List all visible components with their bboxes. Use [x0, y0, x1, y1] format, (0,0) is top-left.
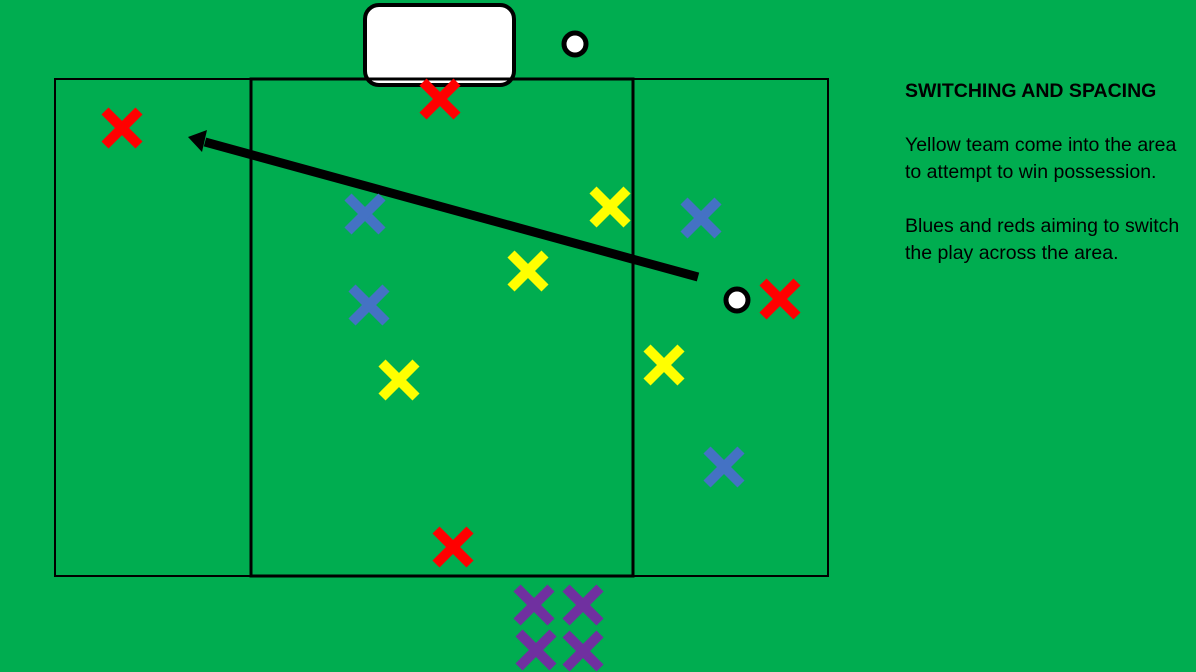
red-player-marker [101, 107, 143, 149]
pitch-outline [54, 78, 829, 577]
purple-player-marker [562, 584, 604, 626]
pass-arrow [203, 137, 700, 282]
blue-player-marker [703, 446, 745, 488]
yellow-player-marker [507, 250, 549, 292]
yellow-player-marker [643, 344, 685, 386]
red-player-marker [759, 278, 801, 320]
central-zone [249, 77, 635, 578]
blue-player-marker [344, 193, 386, 235]
red-player-marker [419, 78, 461, 120]
session-title: SWITCHING AND SPACING [905, 80, 1157, 102]
red-player-marker [432, 526, 474, 568]
ball-icon [723, 286, 751, 314]
purple-player-marker [513, 584, 555, 626]
session-notes: SWITCHING AND SPACING Yellow team come i… [905, 78, 1185, 294]
goal [363, 3, 516, 87]
blue-player-marker [680, 197, 722, 239]
blue-player-marker [348, 284, 390, 326]
yellow-player-marker [378, 359, 420, 401]
notes-paragraph: Blues and reds aiming to switch the play… [905, 215, 1180, 264]
ball-icon [561, 30, 589, 58]
notes-paragraph: Yellow team come into the area to attemp… [905, 134, 1177, 183]
arrowhead-icon [188, 130, 207, 152]
purple-player-marker [562, 630, 604, 672]
purple-player-marker [515, 629, 557, 671]
yellow-player-marker [589, 186, 631, 228]
